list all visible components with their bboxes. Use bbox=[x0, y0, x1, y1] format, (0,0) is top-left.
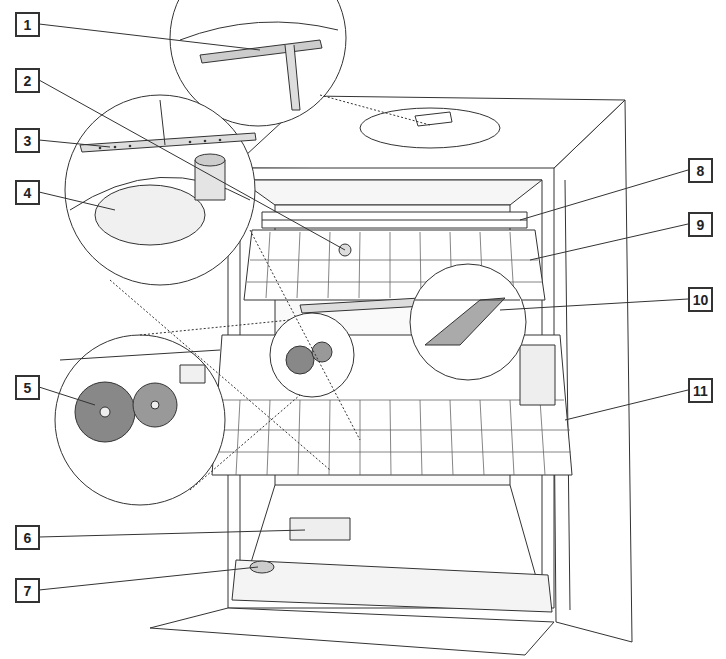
callout-number: 3 bbox=[24, 133, 32, 149]
callout-box: 1 bbox=[15, 12, 40, 37]
roller-hub bbox=[100, 407, 110, 417]
callout-box: 8 bbox=[688, 158, 713, 183]
zoom-circle bbox=[410, 264, 526, 380]
callout-box: 7 bbox=[15, 578, 40, 603]
callout-number: 6 bbox=[24, 530, 32, 546]
callout-number: 11 bbox=[693, 383, 708, 399]
zoom-circle bbox=[55, 335, 225, 505]
top-lid bbox=[360, 108, 500, 148]
upper-spray-arm bbox=[300, 298, 424, 313]
sump bbox=[95, 185, 205, 245]
lid-handle bbox=[415, 112, 452, 126]
roller bbox=[133, 383, 177, 427]
callout-box: 5 bbox=[15, 375, 40, 400]
callout-box: 11 bbox=[688, 378, 713, 403]
door-inner bbox=[232, 560, 552, 612]
pipe bbox=[285, 45, 300, 110]
callout-number: 9 bbox=[697, 217, 705, 233]
callout-number: 2 bbox=[24, 73, 32, 89]
filter-top bbox=[195, 154, 225, 166]
callout-box: 10 bbox=[688, 287, 713, 312]
top-bar bbox=[200, 40, 322, 63]
zoom-leader bbox=[110, 95, 430, 490]
zoom-circle bbox=[270, 313, 354, 397]
roller bbox=[312, 342, 332, 362]
callout-number: 10 bbox=[693, 292, 709, 308]
zoom-circle bbox=[65, 95, 255, 285]
pipe bbox=[160, 100, 165, 145]
callout-box: 3 bbox=[15, 128, 40, 153]
callout-box: 6 bbox=[15, 525, 40, 550]
roller bbox=[286, 346, 314, 374]
tub-edge bbox=[180, 22, 338, 40]
rack-wire bbox=[415, 300, 520, 301]
callout-number: 1 bbox=[24, 17, 32, 33]
callout-box: 9 bbox=[688, 212, 713, 237]
panel-line bbox=[565, 180, 570, 610]
detergent-dispenser bbox=[290, 518, 350, 540]
socket bbox=[180, 365, 205, 383]
callout-number: 4 bbox=[24, 185, 32, 201]
callout-box: 4 bbox=[15, 180, 40, 205]
tub-ceiling bbox=[240, 180, 542, 205]
callout-number: 5 bbox=[24, 380, 32, 396]
lower-spray-arm bbox=[80, 133, 256, 152]
callout-number: 7 bbox=[24, 583, 32, 599]
side-panel bbox=[552, 100, 632, 642]
door bbox=[150, 608, 554, 655]
tub-edge bbox=[60, 350, 220, 360]
callout-box: 2 bbox=[15, 68, 40, 93]
rack-wires bbox=[214, 400, 571, 475]
cutlery-basket bbox=[520, 345, 555, 405]
lower-rack bbox=[212, 335, 572, 475]
rack-wire bbox=[262, 220, 527, 221]
roller bbox=[75, 382, 135, 442]
blade bbox=[425, 298, 505, 345]
callout-number: 8 bbox=[697, 163, 705, 179]
roller-hub bbox=[151, 401, 159, 409]
leader-line bbox=[39, 24, 688, 590]
